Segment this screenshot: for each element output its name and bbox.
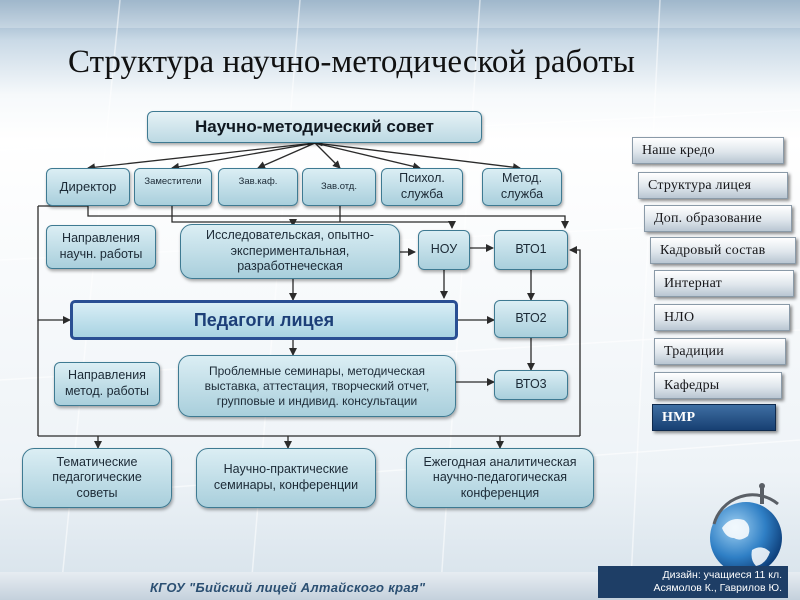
research-work-box: Исследовательская, опытно- экспериментал…: [180, 224, 400, 279]
research-work-line-1: Исследовательская, опытно-: [206, 228, 374, 243]
seminars-line-3: групповые и индивид. консультации: [216, 393, 418, 408]
nav-item-credo[interactable]: Наше кредо: [632, 137, 784, 164]
method-service-line-1: Метод.: [501, 171, 543, 186]
footer-school-name: КГОУ "Бийский лицей Алтайского края": [150, 580, 426, 595]
dept-head-box: Зав.каф.: [218, 168, 298, 206]
conferences-line-1: Научно-практические: [223, 462, 349, 477]
nav-item-label: НЛО: [664, 309, 695, 325]
annual-line-1: Ежегодная аналитическая: [423, 454, 577, 469]
credits-line-1: Дизайн: учащиеся 11 кл.: [662, 569, 782, 581]
nav-item-label: Традиции: [664, 343, 724, 359]
deputies-box: Заместители: [134, 168, 212, 206]
psych-line-1: Психол.: [399, 171, 445, 186]
slide-title: Структура научно-методической работы: [68, 44, 635, 80]
nav-item-label: НМР: [662, 409, 696, 425]
thematic-line-3: советы: [76, 485, 118, 500]
teachers-box: Педагоги лицея: [70, 300, 458, 340]
method-directions-box: Направления метод. работы: [54, 362, 160, 406]
conferences-box: Научно-практические семинары, конференци…: [196, 448, 376, 508]
thematic-line-2: педагогические: [52, 470, 142, 485]
director-box: Директор: [46, 168, 130, 206]
nav-item-label: Доп. образование: [654, 210, 762, 226]
teachers-label: Педагоги лицея: [193, 309, 335, 330]
nou-label: НОУ: [430, 242, 458, 257]
vto2-label: ВТО2: [515, 311, 547, 326]
dept-head-otd-box: Зав.отд.: [302, 168, 376, 206]
nav-item-departments[interactable]: Кафедры: [654, 372, 782, 399]
research-work-line-3: разработнеческая: [237, 259, 343, 274]
thematic-councils-box: Тематические педагогические советы: [22, 448, 172, 508]
thematic-line-1: Тематические: [56, 454, 138, 469]
psych-line-2: служба: [400, 187, 444, 201]
design-credits: Дизайн: учащиеся 11 кл. Асямолов К., Гав…: [598, 566, 788, 598]
dept-head-label: Зав.каф.: [238, 176, 278, 187]
nav-item-label: Интернат: [664, 275, 722, 291]
research-work-line-2: экспериментальная,: [230, 243, 350, 258]
nav-item-traditions[interactable]: Традиции: [654, 338, 786, 365]
vto1-label: ВТО1: [515, 242, 547, 257]
nav-item-staff[interactable]: Кадровый состав: [650, 237, 796, 264]
deputies-label: Заместители: [144, 176, 202, 187]
nav-item-nlo[interactable]: НЛО: [654, 304, 790, 331]
nav-item-label: Кадровый состав: [660, 242, 766, 258]
seminars-box: Проблемные семинары, методическая выстав…: [178, 355, 456, 417]
council-label: Научно-методический совет: [195, 117, 434, 137]
annual-conference-box: Ежегодная аналитическая научно-педагогич…: [406, 448, 594, 508]
method-service-line-2: служба: [500, 187, 544, 201]
nou-box: НОУ: [418, 230, 470, 270]
director-label: Директор: [59, 178, 117, 194]
seminars-line-2: выставка, аттестация, творческий отчет,: [204, 378, 430, 393]
vto3-label: ВТО3: [515, 377, 547, 392]
credits-line-2: Асямолов К., Гаврилов Ю.: [653, 582, 782, 594]
psych-service-box: Психол. служба: [381, 168, 463, 206]
research-directions-box: Направления научн. работы: [46, 225, 156, 269]
annual-line-2: научно-педагогическая: [432, 470, 568, 485]
nav-item-label: Наше кредо: [642, 142, 715, 158]
seminars-line-1: Проблемные семинары, методическая: [209, 363, 425, 378]
nav-item-extra-education[interactable]: Доп. образование: [644, 205, 792, 232]
dept-head-otd-label: Зав.отд.: [320, 181, 357, 193]
globe-icon: [710, 483, 782, 574]
nav-item-structure[interactable]: Структура лицея: [638, 172, 788, 199]
method-directions-line-2: метод. работы: [64, 384, 150, 398]
vto1-box: ВТО1: [494, 230, 568, 270]
nav-item-label: Структура лицея: [648, 177, 752, 193]
vto2-box: ВТО2: [494, 300, 568, 338]
research-directions-line-2: научн. работы: [59, 247, 143, 261]
nav-item-boarding[interactable]: Интернат: [654, 270, 794, 297]
research-directions-line-1: Направления: [62, 231, 140, 246]
method-directions-line-1: Направления: [68, 368, 146, 383]
vto3-box: ВТО3: [494, 370, 568, 400]
conferences-line-2: семинары, конференции: [213, 478, 359, 492]
annual-line-3: конференция: [460, 485, 540, 500]
council-box: Научно-методический совет: [147, 111, 482, 143]
nav-item-nmr[interactable]: НМР: [652, 404, 776, 431]
method-service-box: Метод. служба: [482, 168, 562, 206]
nav-item-label: Кафедры: [664, 377, 720, 393]
